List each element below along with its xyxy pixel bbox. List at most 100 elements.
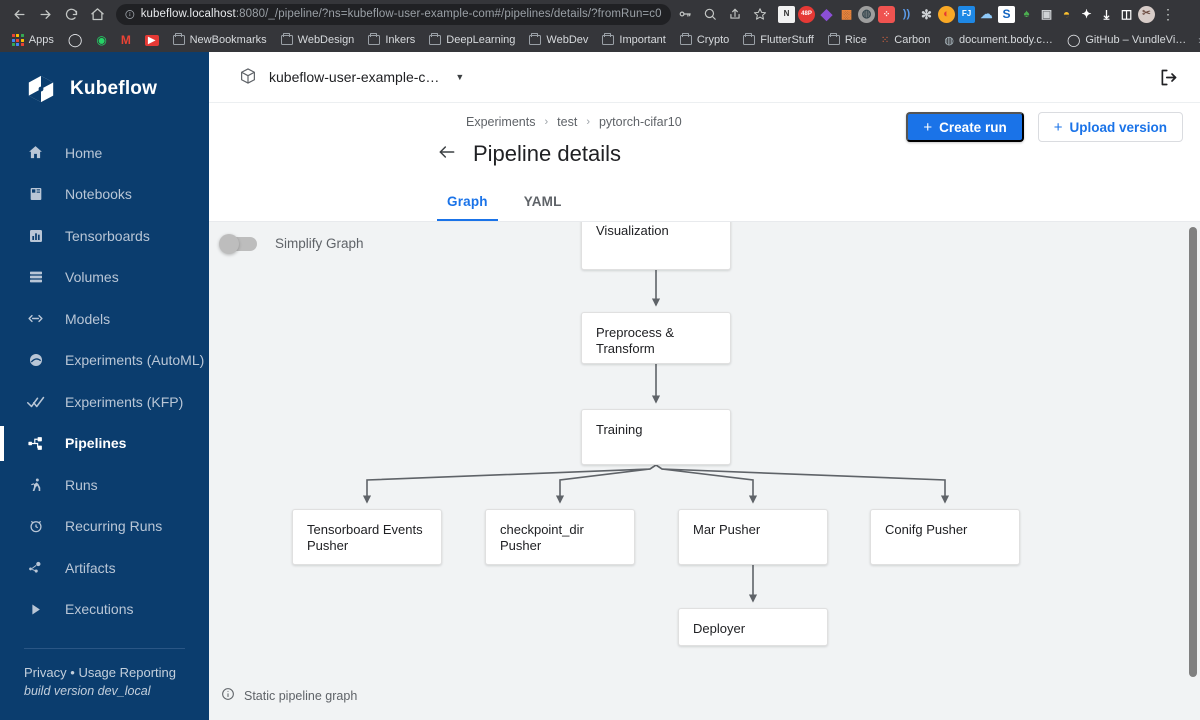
sidebar-item-pipelines[interactable]: Pipelines: [0, 423, 209, 465]
pill-icon[interactable]: ◓: [1062, 7, 1071, 21]
breadcrumb-item-test[interactable]: test: [557, 115, 578, 129]
breadcrumb-item-experiments[interactable]: Experiments: [466, 115, 536, 129]
create-run-button[interactable]: + Create run: [906, 112, 1024, 142]
graph-vertical-scrollbar[interactable]: [1185, 222, 1200, 720]
edge-training-to-config: [655, 464, 950, 504]
sidebar-item-artifacts[interactable]: Artifacts: [0, 547, 209, 589]
bookmark-github-vundle[interactable]: ◯GitHub – VundleVi…: [1061, 31, 1192, 49]
forward-arrow-icon[interactable]: [32, 3, 58, 25]
bookmark-label: Inkers: [385, 34, 416, 46]
sidebar-item-tensorboards[interactable]: Tensorboards: [0, 215, 209, 257]
simplify-graph-toggle[interactable]: [219, 233, 257, 254]
main-content: kubeflow-user-example-c… ▼ Experiments ›…: [209, 52, 1200, 720]
sidebar-item-notebooks[interactable]: Notebooks: [0, 174, 209, 216]
chevron-down-icon[interactable]: ▼: [455, 72, 465, 82]
static-note-text: Static pipeline graph: [244, 688, 358, 703]
privacy-link[interactable]: Privacy: [24, 665, 67, 680]
fox-icon[interactable]: ▩: [840, 7, 853, 21]
red-dots-icon[interactable]: ⁘: [878, 5, 895, 23]
pipeline-node-label: Preprocess & Transform: [596, 325, 675, 357]
sidebar-item-label: Models: [65, 310, 111, 327]
bookmark-folder-crypto[interactable]: Crypto: [674, 32, 735, 48]
puzzle-extensions-icon[interactable]: ✦: [1081, 7, 1092, 21]
pipeline-node-deployer[interactable]: Deployer: [678, 608, 828, 646]
bookmark-document-body[interactable]: ◍document.body.c…: [938, 32, 1059, 49]
artifacts-icon: [26, 558, 45, 577]
back-arrow-icon[interactable]: [6, 3, 32, 25]
pipeline-node-preprocess[interactable]: Preprocess & Transform: [581, 312, 731, 364]
kubeflow-logo[interactable]: Kubeflow: [0, 52, 209, 132]
bookmark-label: NewBookmarks: [189, 34, 267, 46]
picture-in-picture-icon[interactable]: ▣: [1040, 7, 1053, 21]
grey-circle-icon[interactable]: ◍: [858, 5, 875, 23]
sidebar-item-home[interactable]: Home: [0, 132, 209, 174]
address-bar[interactable]: kubeflow.localhost:8080/_/pipeline/?ns=k…: [116, 3, 671, 25]
bookmark-youtube-icon[interactable]: ▶: [139, 33, 165, 48]
folder-icon: [743, 33, 756, 45]
gear-icon[interactable]: ✻: [921, 6, 932, 22]
bookmark-folder-flutterstuff[interactable]: FlutterStuff: [737, 32, 820, 48]
bookmark-folder-newbookmarks[interactable]: NewBookmarks: [167, 32, 273, 48]
key-icon[interactable]: [673, 3, 697, 25]
home-icon[interactable]: [84, 3, 110, 25]
bookmarks-overflow-icon[interactable]: »: [1194, 33, 1200, 47]
pipeline-node-checkpoint[interactable]: checkpoint_dir Pusher: [485, 509, 635, 565]
zoom-icon[interactable]: [698, 3, 722, 25]
fj-icon[interactable]: FJ: [958, 5, 975, 23]
sidebar-item-models[interactable]: Models: [0, 298, 209, 340]
apps-shortcut[interactable]: Apps: [6, 32, 60, 48]
sidepanel-icon[interactable]: ◫: [1120, 7, 1133, 21]
folder-icon: [602, 33, 615, 45]
tab-graph[interactable]: Graph: [437, 183, 498, 221]
breadcrumb-item-pipeline[interactable]: pytorch-cifar10: [598, 115, 682, 129]
browser-menu-icon[interactable]: ⋮: [1161, 5, 1175, 22]
sidebar-item-runs[interactable]: Runs: [0, 464, 209, 506]
bookmark-folder-webdev[interactable]: WebDev: [523, 32, 594, 48]
reload-icon[interactable]: [58, 3, 84, 25]
sidebar-item-recurring-runs[interactable]: Recurring Runs: [0, 506, 209, 548]
bookmark-folder-important[interactable]: Important: [596, 32, 671, 48]
s-logo-icon[interactable]: S: [998, 5, 1015, 23]
pipeline-node-training[interactable]: Training: [581, 409, 731, 465]
adblock-icon[interactable]: 48P: [798, 5, 815, 23]
edge-training-to-tensorboard: [362, 464, 657, 504]
bookmark-star-icon[interactable]: [748, 3, 772, 25]
share-icon[interactable]: [723, 3, 747, 25]
wifi-cast-icon[interactable]: )): [902, 7, 911, 20]
tab-yaml[interactable]: YAML: [523, 194, 562, 209]
namespace-selector[interactable]: kubeflow-user-example-c… ▼: [239, 67, 464, 88]
sidebar-item-experiments-kfp[interactable]: Experiments (KFP): [0, 381, 209, 423]
scissors-blocked-icon[interactable]: ✂: [1138, 5, 1155, 23]
sidebar-item-volumes[interactable]: Volumes: [0, 257, 209, 299]
sidebar-item-experiments-automl[interactable]: Experiments (AutoML): [0, 340, 209, 382]
bookmark-folder-inkers[interactable]: Inkers: [362, 32, 421, 48]
bookmark-folder-deeplearning[interactable]: DeepLearning: [423, 32, 521, 48]
purple-diamond-icon[interactable]: ◆: [820, 5, 833, 23]
bookmark-gmail-icon[interactable]: M: [120, 33, 131, 47]
home-icon: [26, 143, 45, 162]
logout-icon[interactable]: [1154, 63, 1182, 91]
usage-reporting-link[interactable]: Usage Reporting: [78, 665, 176, 680]
bookmark-carbon[interactable]: ⁙Carbon: [875, 32, 936, 48]
bookmark-folder-webdesign[interactable]: WebDesign: [275, 32, 361, 48]
bookmark-github-icon[interactable]: ◯: [67, 32, 83, 47]
tree-icon[interactable]: ♠: [1023, 7, 1030, 20]
notion-icon[interactable]: N: [778, 5, 795, 23]
brand-name: Kubeflow: [70, 78, 158, 99]
upload-version-button[interactable]: + Upload version: [1037, 112, 1183, 142]
sidebar-item-executions[interactable]: Executions: [0, 589, 209, 631]
back-arrow-icon[interactable]: [437, 142, 457, 166]
pipeline-node-tensorboard[interactable]: Tensorboard Events Pusher: [292, 509, 442, 565]
ghost-icon[interactable]: ☁: [980, 7, 993, 21]
bookmark-whatsapp-icon[interactable]: ◉: [96, 33, 107, 47]
pipeline-node-mar[interactable]: Mar Pusher: [678, 509, 828, 565]
download-icon[interactable]: ⤓: [1103, 6, 1110, 22]
bookmark-folder-rice[interactable]: Rice: [822, 32, 873, 48]
pipeline-node-visualization[interactable]: Visualization: [581, 222, 731, 270]
graph-scrollbar-thumb[interactable]: [1189, 227, 1197, 677]
color-wheel-icon[interactable]: ◐: [938, 5, 955, 23]
pipeline-node-config[interactable]: Conifg Pusher: [870, 509, 1020, 565]
sidebar-item-label: Home: [65, 144, 103, 161]
sidebar-item-label: Volumes: [65, 269, 119, 286]
